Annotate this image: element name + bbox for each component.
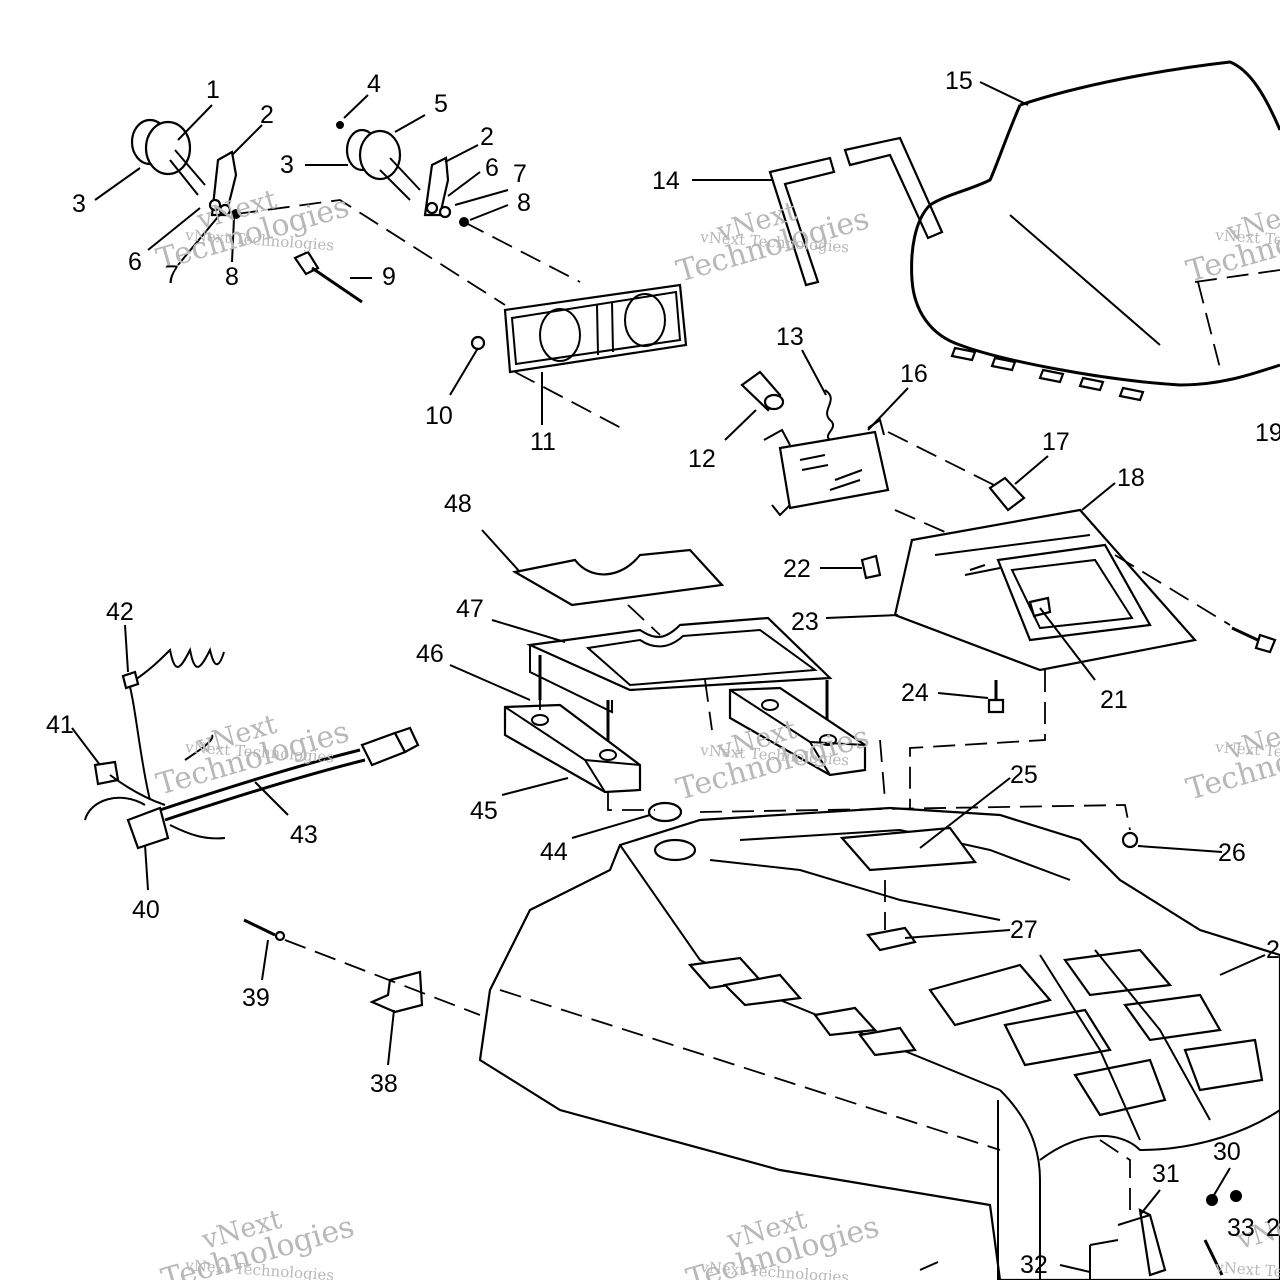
clip-21 (1028, 596, 1052, 618)
callout-9: 9 (382, 263, 396, 291)
callout-32: 32 (1020, 1251, 1048, 1279)
callout-19: 19 (1255, 419, 1280, 447)
callout-23: 23 (791, 608, 819, 636)
watermark-text: vNext Technologies (1214, 1258, 1280, 1280)
callout-18: 18 (1117, 464, 1145, 492)
callout-40: 40 (132, 896, 160, 924)
callout-42: 42 (106, 598, 134, 626)
callout-6: 6 (128, 248, 142, 276)
clip-22 (860, 554, 882, 580)
callout-22: 22 (783, 555, 811, 583)
callout-14: 14 (652, 167, 680, 195)
callout-17: 17 (1042, 428, 1070, 456)
parts-drawing (71, 60, 1280, 1280)
callout-46: 46 (416, 640, 444, 668)
bolt-9 (293, 250, 363, 304)
callout-2: 2 (1266, 936, 1280, 964)
callout-labels: 1 2 3 6 7 8 4 5 3 2 6 7 8 9 10 11 12 13 … (46, 67, 1280, 1279)
gauge-middle (336, 121, 469, 227)
callout-11: 11 (530, 428, 556, 456)
callout-43: 43 (290, 821, 318, 849)
headlight-housing-18 (893, 508, 1198, 672)
callout-25: 25 (1010, 761, 1038, 789)
callout-3: 3 (72, 190, 86, 218)
callout-15: 15 (945, 67, 973, 95)
callout-10: 10 (425, 402, 453, 430)
callout-1: 1 (206, 76, 220, 104)
wiring-harness (84, 646, 420, 850)
windshield-15 (910, 60, 1280, 402)
callout-12: 12 (688, 445, 716, 473)
screw-24 (987, 680, 1005, 714)
callout-48: 48 (444, 490, 472, 518)
callout-2: 2 (1266, 1214, 1280, 1242)
callout-38: 38 (370, 1070, 398, 1098)
hood (478, 806, 1280, 1280)
leader-lines (71, 81, 1266, 1273)
callout-3: 3 (280, 151, 294, 179)
callout-21: 21 (1100, 686, 1128, 714)
screw-10 (470, 335, 486, 351)
callout-8: 8 (225, 263, 239, 291)
callout-8: 8 (517, 189, 531, 217)
bolt-19 (1231, 626, 1277, 654)
callout-4: 4 (367, 70, 381, 98)
callout-41: 41 (46, 711, 74, 739)
callout-45: 45 (470, 797, 498, 825)
bracket-38 (369, 970, 424, 1014)
grommet-17 (988, 476, 1026, 512)
callout-7: 7 (165, 261, 179, 289)
grommet-44 (647, 801, 683, 823)
seals-14 (768, 136, 944, 287)
callout-27: 27 (1010, 916, 1038, 944)
callout-5: 5 (434, 90, 448, 118)
callout-2: 2 (260, 101, 274, 129)
headlight-16 (763, 418, 890, 517)
gauge-left (130, 118, 241, 219)
bracket-47 (526, 616, 833, 745)
pin-39 (243, 918, 286, 942)
callout-7: 7 (513, 160, 527, 188)
screw-26 (1121, 831, 1139, 849)
callout-13: 13 (776, 323, 804, 351)
bulb-12 (740, 370, 785, 412)
callout-30: 30 (1213, 1138, 1241, 1166)
callout-31: 31 (1152, 1160, 1180, 1188)
callout-26: 26 (1218, 839, 1246, 867)
support-blocks-45 (503, 686, 867, 794)
callout-24: 24 (901, 679, 929, 707)
pad-48 (511, 548, 725, 607)
callout-47: 47 (456, 595, 484, 623)
callout-16: 16 (900, 360, 928, 388)
bottom-right-parts (919, 1139, 1242, 1280)
callout-6: 6 (485, 154, 499, 182)
plug-27 (865, 926, 917, 952)
callout-39: 39 (242, 984, 270, 1012)
callout-44: 44 (540, 838, 568, 866)
wire-13 (824, 389, 835, 441)
callout-33: 33 (1227, 1214, 1255, 1242)
callout-2: 2 (480, 123, 494, 151)
gauge-panel-11 (503, 283, 688, 374)
assembly-lines (235, 199, 1231, 1016)
